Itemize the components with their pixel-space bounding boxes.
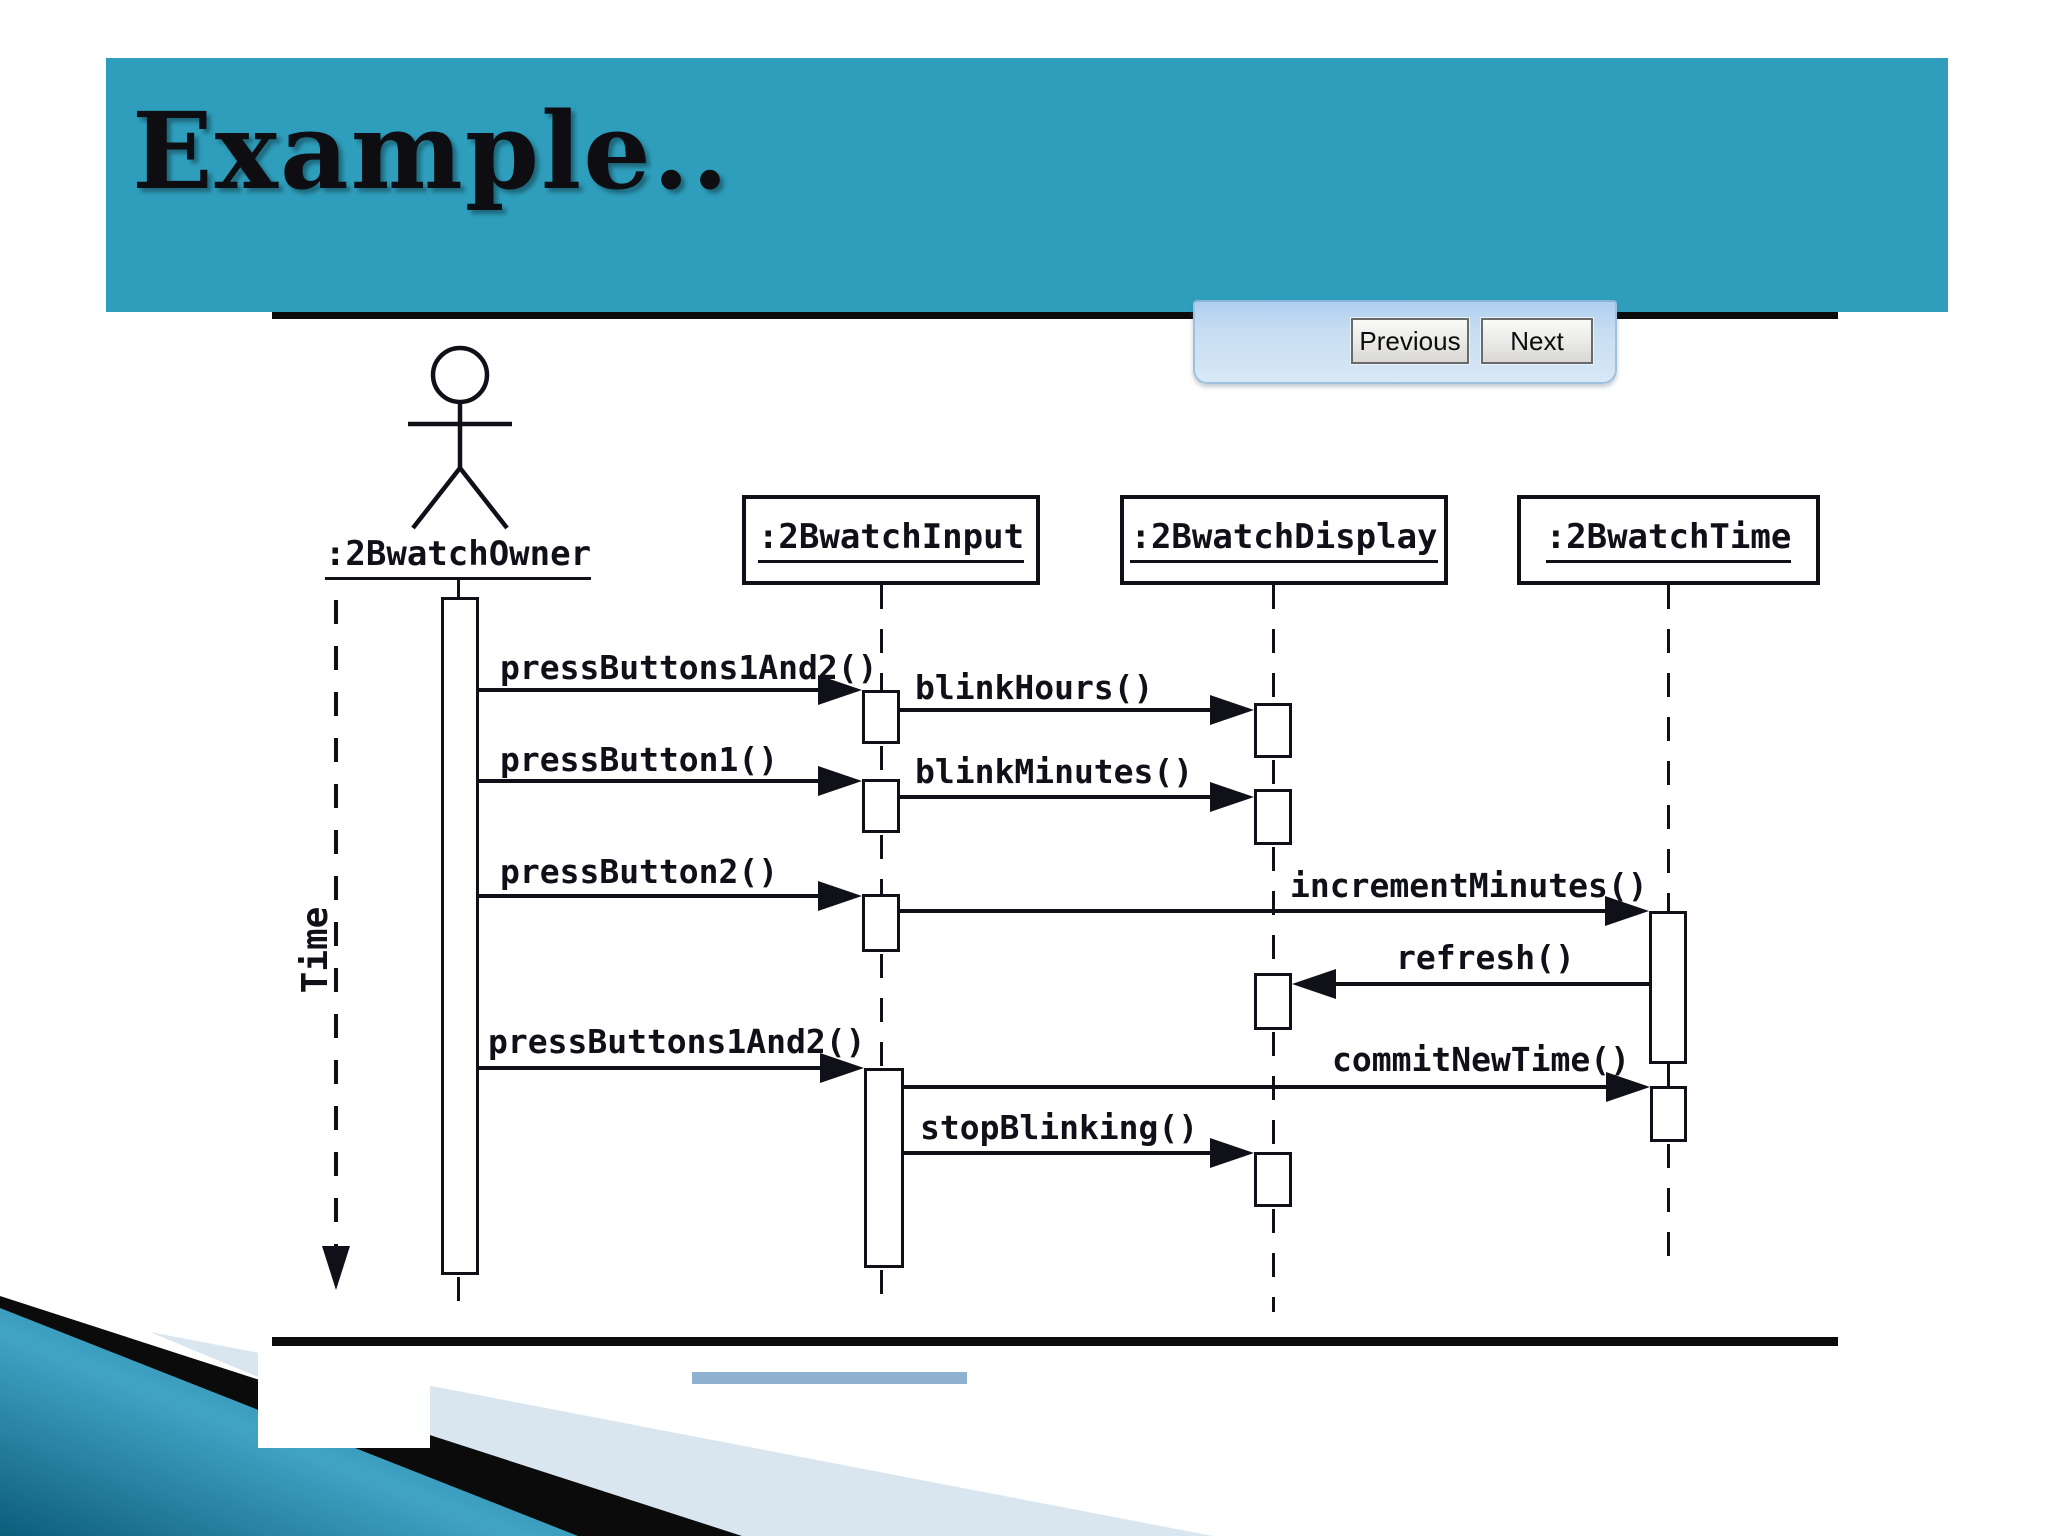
arrowhead-right: [818, 766, 862, 796]
arrowhead-right: [820, 1053, 864, 1083]
lifeline-time: [1667, 1064, 1670, 1086]
arrowhead-right: [1210, 1138, 1254, 1168]
arrowhead-right: [818, 881, 862, 911]
actor-label: :2BwatchOwner: [324, 534, 592, 580]
white-notch: [258, 1330, 430, 1448]
message-label: commitNewTime(): [1332, 1040, 1631, 1079]
time-axis-arrowhead: [322, 1246, 350, 1290]
arrowhead-left: [1292, 969, 1336, 999]
message-label: blinkMinutes(): [915, 752, 1194, 791]
message-label: pressButton1(): [500, 740, 779, 779]
previous-button[interactable]: Previous: [1351, 318, 1469, 364]
slide-header: Example..: [106, 58, 1948, 312]
lifeline-time: [1667, 1144, 1670, 1265]
message-line: [904, 1085, 1608, 1089]
message-line: [479, 779, 820, 783]
arrowhead-right: [1210, 782, 1254, 812]
message-line: [1334, 982, 1649, 986]
arrowhead-right: [1210, 695, 1254, 725]
lifeline-input: [880, 585, 883, 690]
lifeline-display: [1272, 760, 1275, 789]
lifeline-owner: [457, 1277, 460, 1312]
lifeline-display: [1272, 1032, 1275, 1152]
message-line: [479, 894, 820, 898]
activation-time: [1649, 911, 1687, 1064]
message-label: pressButton2(): [500, 852, 779, 891]
slide-title: Example..: [132, 88, 731, 213]
lifeline-input: [880, 746, 883, 779]
activation-display: [1254, 703, 1292, 758]
activation-owner: [441, 597, 479, 1275]
content-top-rule: [272, 310, 1838, 319]
message-label: pressButtons1And2(): [488, 1022, 866, 1061]
arrowhead-right: [1606, 1072, 1650, 1102]
message-label: pressButtons1And2(): [500, 648, 878, 687]
message-line: [479, 688, 820, 692]
activation-input: [862, 779, 900, 833]
lifeline-display: [1272, 1209, 1275, 1312]
lifeline-input: [880, 835, 883, 894]
footer-accent-bar: [692, 1372, 967, 1384]
message-line: [479, 1066, 822, 1070]
message-line: [904, 1151, 1212, 1155]
lifeline-input: [880, 1270, 883, 1312]
actor-icon: [408, 345, 512, 530]
message-label: incrementMinutes(): [1290, 866, 1648, 905]
message-label: stopBlinking(): [920, 1108, 1199, 1147]
activation-display: [1254, 1152, 1292, 1207]
object-box-watch-display: :2BwatchDisplay: [1120, 495, 1448, 585]
activation-display: [1254, 789, 1292, 845]
activation-input: [862, 690, 900, 744]
message-line: [900, 909, 1607, 913]
content-bottom-rule: [272, 1337, 1838, 1346]
message-line: [900, 708, 1212, 712]
lifeline-display: [1272, 585, 1275, 703]
arrowhead-right: [1605, 896, 1649, 926]
time-axis-line: [334, 600, 338, 1248]
lifeline-input: [880, 954, 883, 1068]
activation-input: [864, 1068, 904, 1268]
lifeline-time: [1667, 585, 1670, 911]
activation-display: [1254, 973, 1292, 1030]
activation-input: [862, 894, 900, 952]
message-line: [900, 795, 1212, 799]
activation-time: [1650, 1086, 1687, 1142]
next-button[interactable]: Next: [1481, 318, 1593, 364]
lifeline-owner: [457, 579, 460, 600]
message-label: blinkHours(): [915, 668, 1154, 707]
time-axis-label: Time: [295, 906, 336, 994]
object-box-watch-time: :2BwatchTime: [1517, 495, 1820, 585]
message-label: refresh(): [1396, 938, 1575, 977]
arrowhead-right: [818, 675, 862, 705]
object-box-watch-input: :2BwatchInput: [742, 495, 1040, 585]
slideshow-nav-panel: Previous Next: [1193, 300, 1617, 384]
